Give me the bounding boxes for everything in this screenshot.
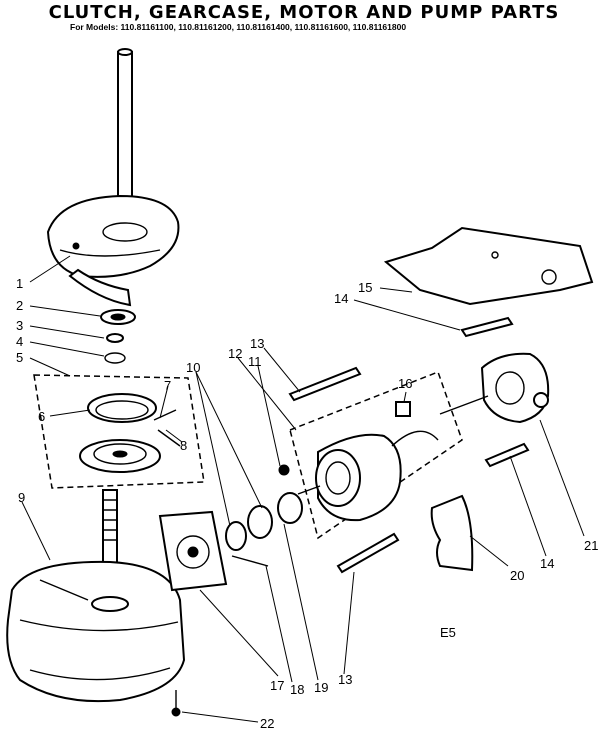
- callout-22: 22: [260, 716, 274, 731]
- callout-13-upper: 13: [250, 336, 264, 351]
- callout-8: 8: [180, 438, 187, 453]
- callout-14-lower: 14: [540, 556, 554, 571]
- callout-19: 19: [314, 680, 328, 695]
- callout-2: 2: [16, 298, 23, 313]
- callout-13-lower: 13: [338, 672, 352, 687]
- callout-4: 4: [16, 334, 23, 349]
- callout-15: 15: [358, 280, 372, 295]
- seal-ring-part: [100, 309, 136, 325]
- callout-10: 10: [186, 360, 200, 375]
- motor-group-box: [289, 371, 463, 540]
- mounting-plate-part: [158, 510, 269, 592]
- callout-17: 17: [270, 678, 284, 693]
- bolt-part: [171, 690, 181, 717]
- callout-18: 18: [290, 682, 304, 697]
- pump-part: [439, 352, 550, 424]
- diagram-code: E5: [440, 625, 456, 640]
- bracket-part: [430, 494, 474, 572]
- callout-11: 11: [248, 354, 262, 369]
- clutch-assembly-group-box: [33, 374, 205, 489]
- washer-part: [106, 333, 124, 343]
- coupling-part: [225, 464, 303, 551]
- strap-part: [288, 316, 530, 574]
- callout-1: 1: [16, 276, 23, 291]
- gearcase-part: [6, 489, 186, 703]
- callout-3: 3: [16, 318, 23, 333]
- model-list: For Models: 110.81161100, 110.81161200, …: [70, 22, 407, 32]
- callout-12: 12: [228, 346, 242, 361]
- callout-5: 5: [16, 350, 23, 365]
- callout-14-upper: 14: [334, 291, 348, 306]
- callout-7: 7: [164, 378, 171, 393]
- callout-16: 16: [398, 376, 412, 391]
- clutch-housing-part: [46, 48, 180, 307]
- diagram-title: CLUTCH, GEARCASE, MOTOR AND PUMP PARTS: [48, 2, 560, 23]
- callout-9: 9: [18, 490, 25, 505]
- spring-part: [153, 409, 181, 447]
- shield-part: [383, 226, 594, 306]
- retaining-ring-part: [104, 352, 126, 364]
- clutch-pulley-part: [79, 439, 161, 473]
- callout-20: 20: [510, 568, 524, 583]
- leader-lines: [21, 255, 585, 723]
- motor-part: [297, 401, 439, 522]
- callout-6: 6: [38, 409, 45, 424]
- callout-21: 21: [584, 538, 598, 553]
- brake-band-part: [87, 393, 157, 423]
